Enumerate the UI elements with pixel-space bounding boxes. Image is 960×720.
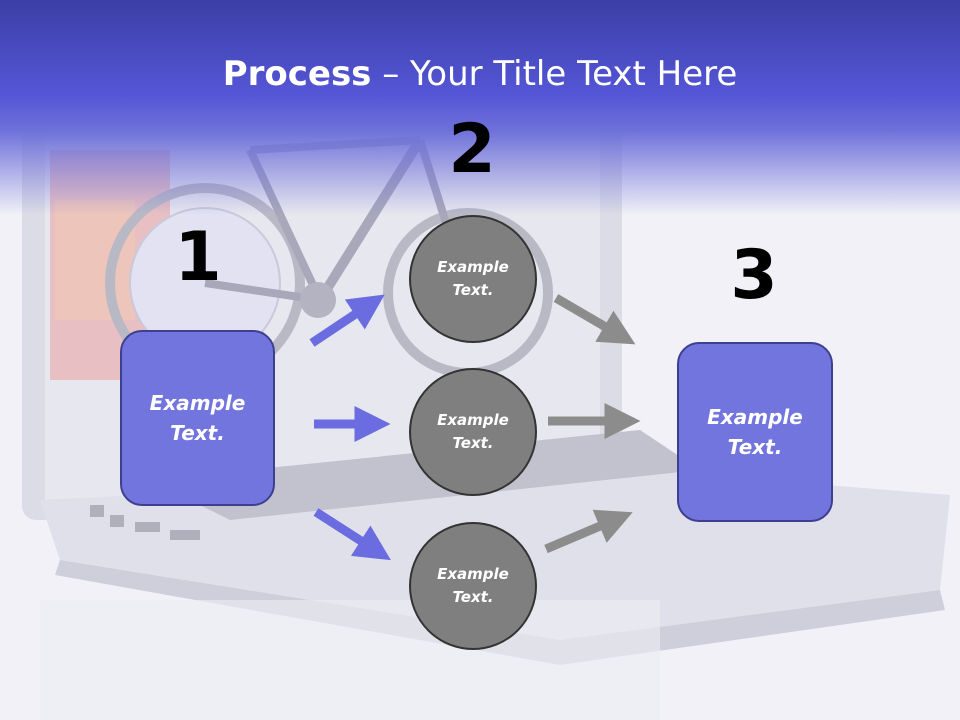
step-number-3: 3	[730, 236, 778, 315]
circle-top: Example Text.	[409, 215, 537, 343]
title-band	[0, 0, 960, 215]
right-text-box: Example Text.	[677, 342, 833, 522]
page-title: Process – Your Title Text Here	[0, 52, 960, 96]
left-text-box: Example Text.	[120, 330, 275, 506]
title-rest: – Your Title Text Here	[371, 54, 738, 94]
title-bold: Process	[222, 54, 372, 94]
circle-middle: Example Text.	[409, 368, 537, 496]
step-number-2: 2	[448, 110, 496, 189]
circle-bottom: Example Text.	[409, 522, 537, 650]
step-number-1: 1	[174, 218, 222, 297]
